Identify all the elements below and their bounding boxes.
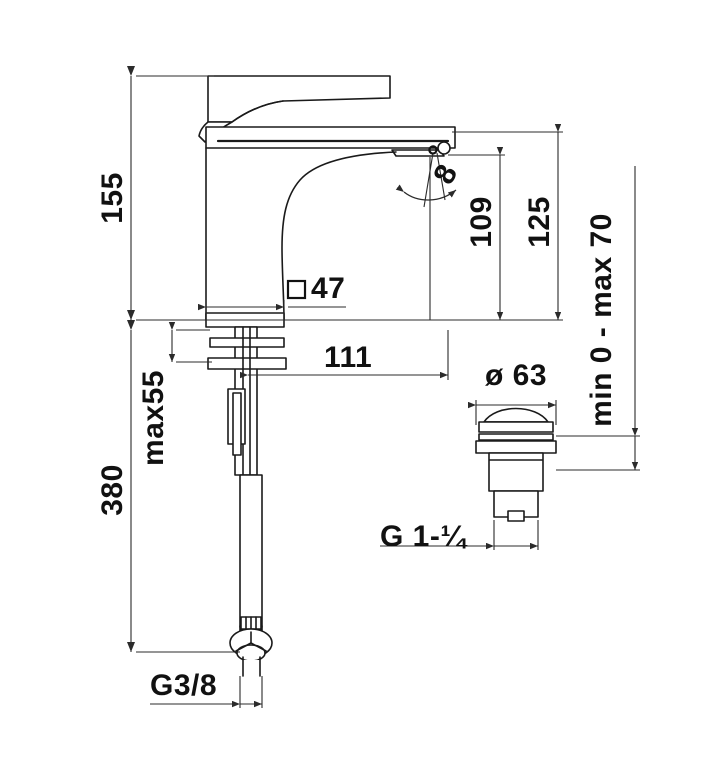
faucet-drawing — [198, 75, 456, 677]
dim-125 — [300, 124, 563, 321]
dim-label-g38: G3/8 — [150, 669, 217, 702]
dim-111 — [240, 330, 449, 380]
square-symbol-icon — [286, 279, 307, 300]
dim-max55 — [168, 322, 212, 363]
dim-label-155: 155 — [96, 172, 129, 224]
supply-hose — [239, 474, 263, 635]
dim-109 — [448, 147, 505, 320]
faucet-body-top — [205, 126, 456, 149]
supply-connector-nut — [229, 628, 273, 677]
dimension-lines — [127, 66, 640, 708]
dim-label-min-max-70: min 0 - max 70 — [585, 213, 618, 427]
dim-label-125: 125 — [523, 196, 556, 248]
dim-min0-max70 — [556, 166, 640, 471]
faucet-spout-body — [205, 147, 397, 321]
dim-label-47: 47 — [311, 272, 345, 305]
dim-155 — [127, 66, 300, 321]
faucet-mounting-shank — [207, 326, 287, 476]
dim-label-diam-63: ø 63 — [485, 359, 547, 392]
dim-47 — [198, 300, 346, 314]
dim-label-max55: max55 — [137, 370, 170, 466]
dim-g114 — [380, 520, 539, 550]
dim-label-109: 109 — [465, 196, 498, 248]
dim-g38 — [150, 676, 263, 708]
dim-label-380: 380 — [96, 464, 129, 516]
spout-outlet-tip — [391, 141, 451, 157]
dim-label-g114: G 1-¼ — [380, 520, 468, 553]
dim-diam-63 — [468, 400, 557, 425]
dim-label-111: 111 — [324, 341, 372, 374]
dim-380 — [127, 320, 240, 653]
dim-angle-8 — [395, 152, 457, 208]
pop-up-waste-drawing — [475, 407, 557, 522]
